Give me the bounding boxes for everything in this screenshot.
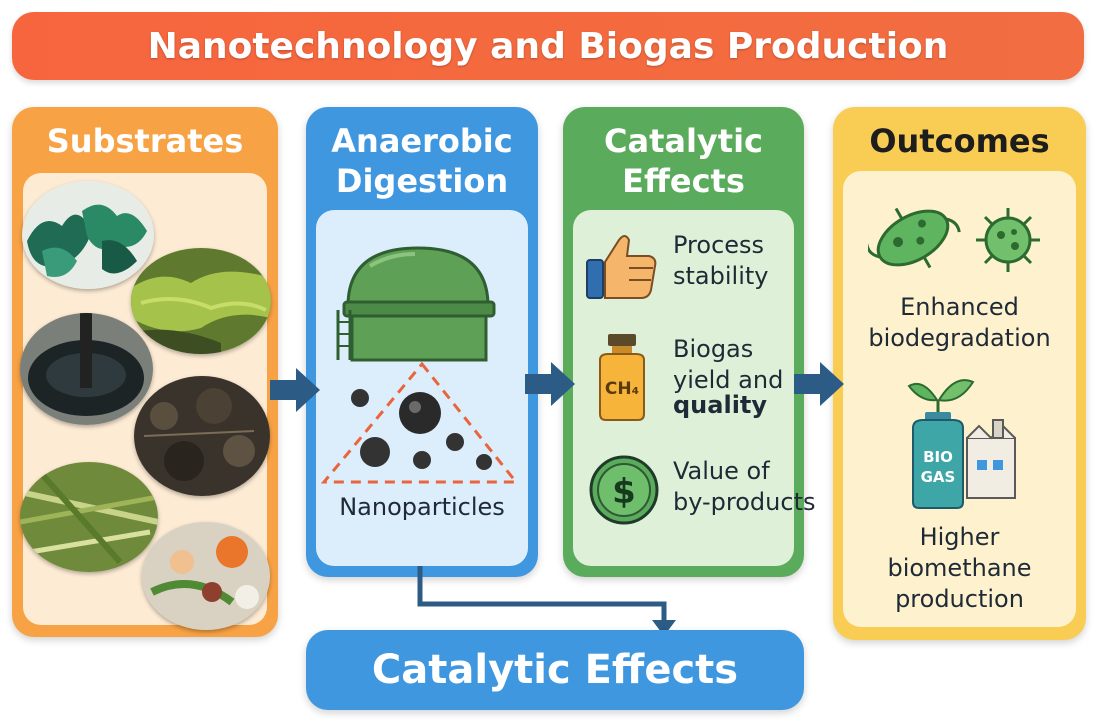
digester-tank-icon xyxy=(336,246,496,362)
substrate-photo-food-waste xyxy=(142,522,270,630)
title-banner: Nanotechnology and Biogas Production xyxy=(12,12,1084,80)
arrow-substrates-to-digestion xyxy=(270,368,320,412)
catalytic-title: Catalytic Effects xyxy=(603,122,764,200)
catalytic-item-process-stability: Process stability xyxy=(673,231,769,290)
substrate-photo-crop-residue xyxy=(20,462,158,572)
outcomes-title: Outcomes xyxy=(869,122,1050,160)
biogas-tank-icon: BIO GAS xyxy=(907,379,1016,509)
outcome-higher-biomethane: Higher biomethane production xyxy=(887,523,1032,613)
diagram-title: Nanotechnology and Biogas Production xyxy=(147,25,949,67)
nanoparticles-icon xyxy=(320,361,520,484)
arrow-digestion-to-catalytic xyxy=(525,362,575,406)
microbe-icon xyxy=(868,207,1040,272)
substrates-title: Substrates xyxy=(46,122,244,160)
ch4-label: CH₄ xyxy=(605,379,639,399)
catalytic-item-biogas-yield: Biogas yield and quality xyxy=(673,335,784,419)
substrate-photo-manure xyxy=(134,376,270,496)
arrow-catalytic-to-outcomes xyxy=(794,362,844,406)
anaerobic-title: Anaerobic Digestion xyxy=(331,122,513,200)
arrow-digestion-to-bottom xyxy=(417,566,676,636)
bottom-catalytic-effects-label: Catalytic Effects xyxy=(306,630,804,710)
outcome-enhanced-biodegradation: Enhanced biodegradation xyxy=(868,293,1051,352)
thumbs-up-icon xyxy=(586,235,657,299)
tank-label-bio: BIO xyxy=(923,448,953,466)
substrate-photo-seaweed xyxy=(22,181,154,289)
substrate-photo-sludge xyxy=(20,313,153,425)
substrate-photo-algae xyxy=(131,248,271,354)
nanoparticles-label: Nanoparticles xyxy=(339,493,505,521)
catalytic-item-value-byproducts: Value of by-products xyxy=(673,457,816,516)
dollar-label: $ xyxy=(612,472,636,512)
dollar-coin-icon: $ xyxy=(589,455,659,525)
ch4-bottle-icon: CH₄ xyxy=(599,334,645,421)
tank-label-gas: GAS xyxy=(921,468,956,486)
